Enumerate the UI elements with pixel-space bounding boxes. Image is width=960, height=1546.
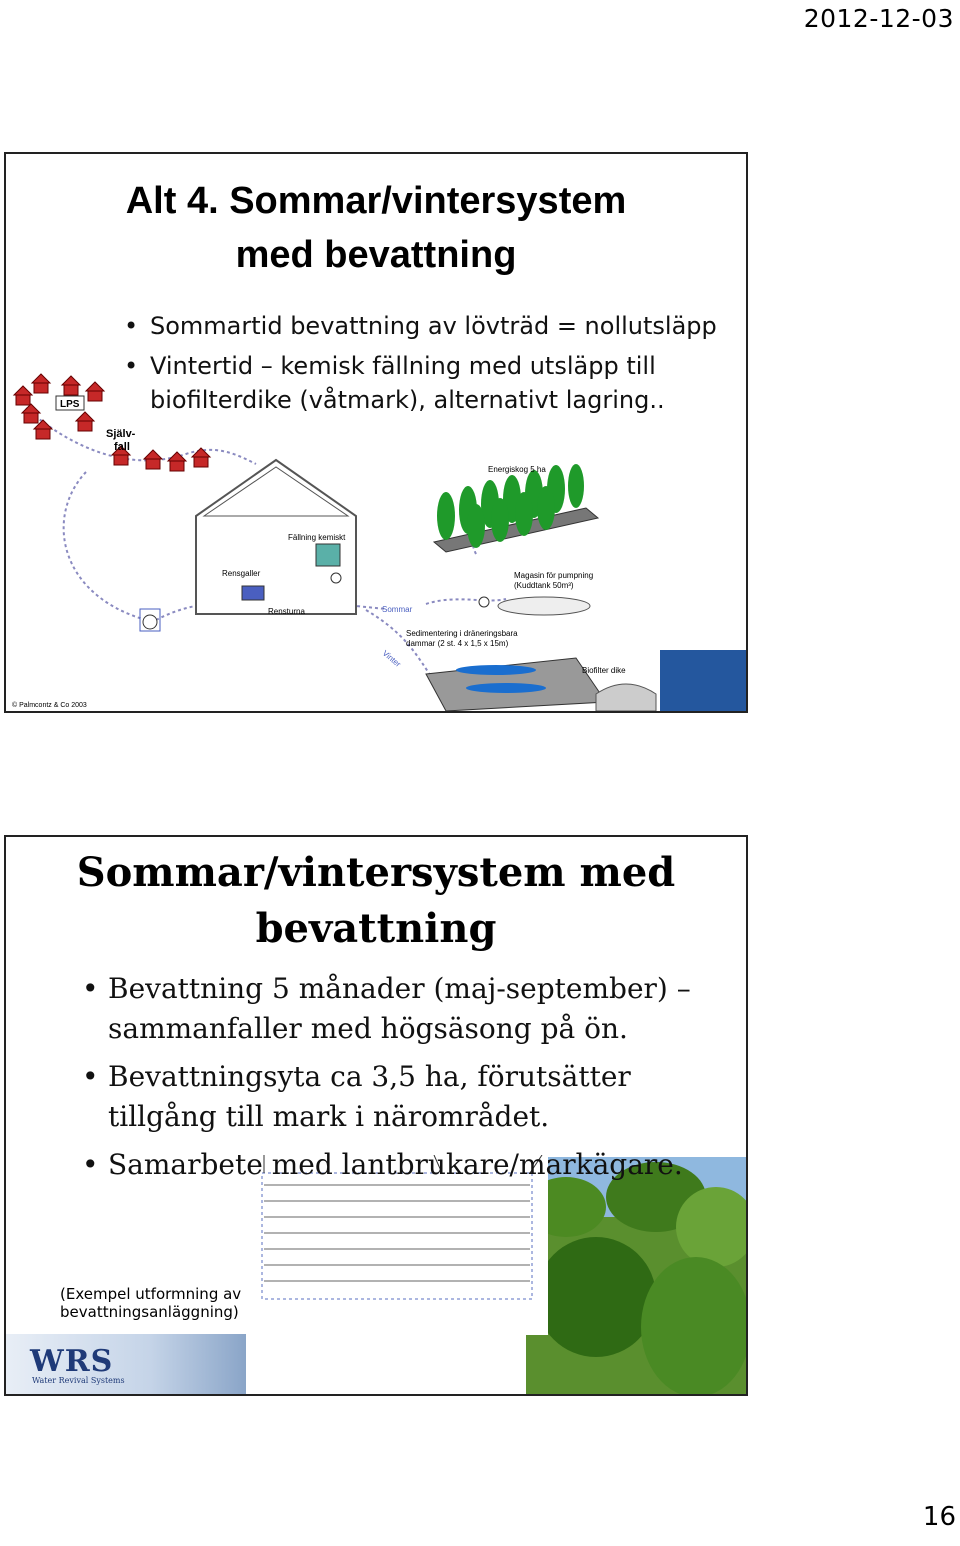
- slide-1-title: Alt 4. Sommar/vintersystem med bevattnin…: [6, 174, 746, 282]
- house-icon: [87, 389, 103, 402]
- slide-1: Alt 4. Sommar/vintersystem med bevattnin…: [4, 152, 748, 713]
- label-sommar: Sommar: [382, 605, 413, 614]
- house-icon: [63, 383, 79, 396]
- wrs-logo-subtitle: Water Revival Systems: [32, 1376, 125, 1385]
- label-vinter: Vinter: [381, 649, 403, 669]
- image-caption: (Exempel utformning av bevattningsanlägg…: [60, 1285, 241, 1321]
- house-icon: [193, 455, 209, 468]
- page-number: 16: [922, 1502, 956, 1532]
- label-lps: LPS: [60, 399, 80, 410]
- slide-2-bullets: Bevattning 5 månader (maj-september) – s…: [82, 969, 732, 1193]
- house-icon: [35, 427, 51, 440]
- date-header: 2012-12-03: [803, 4, 954, 33]
- slide-accent: [660, 650, 746, 711]
- house-icon: [15, 393, 31, 406]
- slide-2-title-line-1: Sommar/vintersystem med: [76, 849, 676, 896]
- treatment-building: [195, 458, 357, 615]
- copyright-label: © Palmcontz & Co 2003: [12, 701, 87, 709]
- screen-tank: [241, 585, 265, 601]
- label-magasin-1: Magasin för pumpning: [514, 571, 593, 580]
- label-sjalvfall-1: Själv-: [106, 428, 136, 440]
- slide-1-bullet-2-cont: biofilterdike (våtmark), alternativt lag…: [150, 386, 665, 414]
- label-sediment-2: dammar (2 st. 4 x 1,5 x 15m): [406, 639, 509, 648]
- label-sediment-1: Sedimentering i dräneringsbara: [406, 629, 518, 638]
- house-icon: [113, 453, 129, 466]
- storage-tank: [497, 596, 591, 616]
- slide-2-title: Sommar/vintersystem med bevattning: [6, 845, 746, 957]
- pump-icon: [142, 614, 158, 630]
- house-icon: [77, 419, 93, 432]
- pump-icon: [478, 596, 490, 608]
- wrs-logo: WRS: [30, 1344, 114, 1379]
- slide-2-bullet-3: Samarbete med lantbrukare/markägare.: [82, 1145, 732, 1185]
- slide-1-bullets: Sommartid bevattning av lövträd = nollut…: [124, 306, 717, 420]
- lps-box: [55, 395, 85, 411]
- caption-line-1: (Exempel utformning av: [60, 1285, 242, 1303]
- label-rensgaller: Rensgaller: [222, 569, 261, 578]
- irrigation-plan: [242, 1155, 548, 1335]
- slide-2-bullet-2: Bevattningsyta ca 3,5 ha, förutsätter ti…: [82, 1057, 732, 1137]
- slide-1-title-line-1: Alt 4. Sommar/vintersystem: [125, 180, 627, 222]
- wrs-logo-band: WRS Water Revival Systems: [6, 1334, 246, 1394]
- slide-2-title-line-2: bevattning: [255, 905, 497, 952]
- house-icon: [23, 411, 39, 424]
- label-sjalvfall-2: fall: [114, 441, 130, 453]
- house-icon: [145, 457, 161, 470]
- slide-2: Sommar/vintersystem med bevattning Bevat…: [4, 835, 748, 1396]
- label-energiskog: Energiskog 5 ha: [488, 465, 546, 474]
- willow-photo: [526, 1157, 746, 1394]
- house-icon: [169, 459, 185, 472]
- slide-1-title-line-2: med bevattning: [235, 234, 517, 276]
- caption-line-2: bevattningsanläggning): [60, 1303, 239, 1321]
- slide-2-bullet-1: Bevattning 5 månader (maj-september) – s…: [82, 969, 732, 1049]
- biofilter-ditch: [595, 683, 657, 711]
- chemical-tank: [315, 543, 341, 567]
- label-magasin-2: (Kuddtank 50m³): [514, 581, 574, 590]
- house-icon: [33, 381, 49, 394]
- process-diagram: LPS Själv- fall Fällning kemiskt Rensgal…: [12, 373, 746, 711]
- pump-icon: [330, 572, 342, 584]
- label-rensturna: Rensturna: [268, 607, 305, 616]
- slide-1-bullet-1: Sommartid bevattning av lövträd = nollut…: [124, 306, 717, 346]
- slide-1-bullet-2: Vintertid – kemisk fällning med utsläpp …: [124, 346, 717, 386]
- label-fallning: Fällning kemiskt: [288, 533, 346, 542]
- label-biofilter: Biofilter dike: [582, 666, 626, 675]
